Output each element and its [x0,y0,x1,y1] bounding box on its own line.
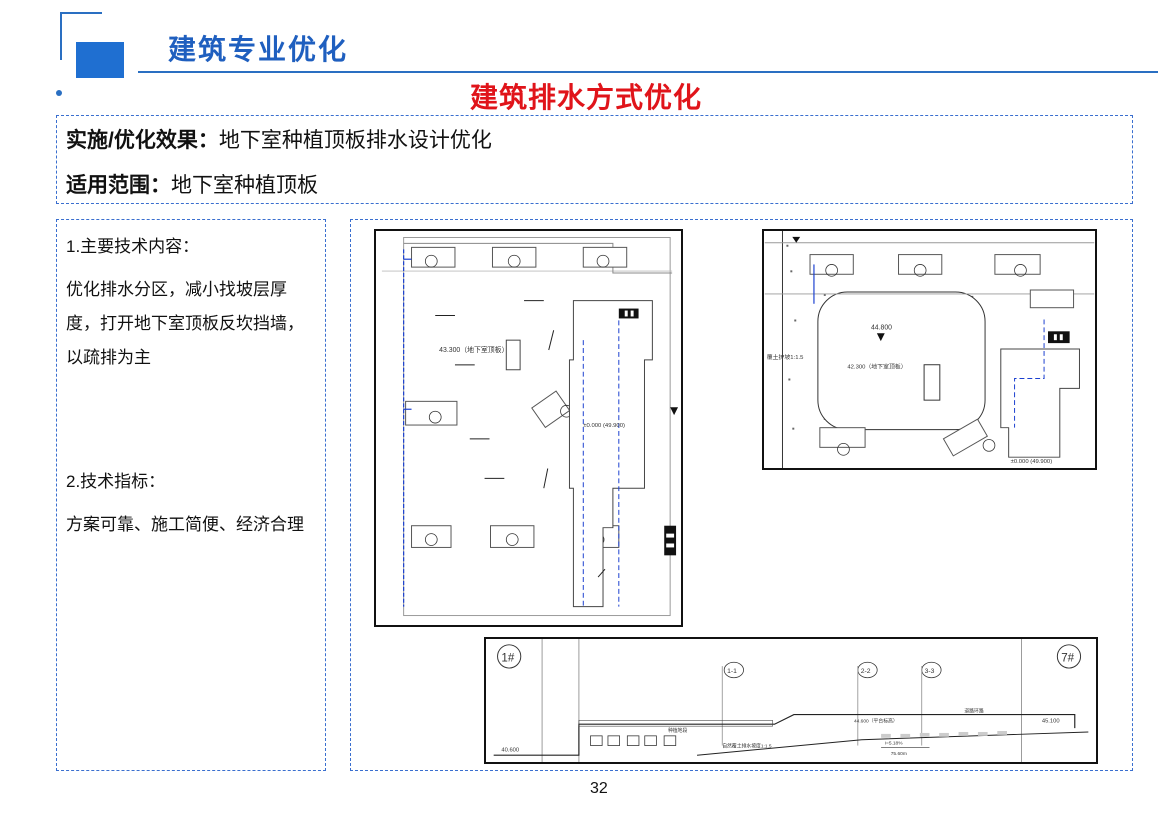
section-cut-2-label: 2-2 [861,668,871,675]
plan-drawing-2-svg: 44.800 42.300（地下室顶板） 覆土护坡1:1.5 ±0.000 (4… [764,231,1095,468]
effect-line: 实施/优化效果：地下室种植顶板排水设计优化 [66,124,492,154]
section-cut-3-label: 3-3 [925,668,935,675]
plan2-datum-label: ±0.000 (49.900) [1011,459,1053,465]
section-bldg-1-label: 1# [501,651,514,664]
summary-box [56,115,1133,204]
section-platform-label: 44.600（平台标高） [854,717,898,724]
section-cut-1-label: 1-1 [727,668,737,675]
logo-outline [60,12,102,60]
section-elev-right: 45.100 [1042,718,1060,724]
scope-text: 地下室种植顶板 [171,174,318,197]
section-fill-label: 自然覆土排水坡度1:1.5 [722,742,772,749]
tech-title: 1.主要技术内容： [66,237,200,256]
scope-line: 适用范围：地下室种植顶板 [66,169,318,199]
bullet-icon [56,90,62,96]
page-heading: 建筑排水方式优化 [470,82,703,113]
section-drawing-svg: 1# 7# 1-1 2-2 3-3 40.600 45.100 44.600（平… [493,639,1089,762]
header-divider [138,71,1158,73]
plan-drawing-1: 43.300（地下室顶板） ±0.000 (49.900) [374,229,683,627]
logo-block [76,42,124,78]
scope-label: 适用范围： [66,174,171,197]
section-slope-label: i=5.18% [885,741,903,747]
plan2-elevation-label: 44.800 [871,324,892,331]
index-title: 2.技术指标： [66,472,166,491]
content-panel [56,219,326,771]
plan1-datum-label: ±0.000 (49.900) [583,423,625,429]
drawings-panel [350,219,1133,771]
tech-text: 优化排水分区，减小找坡层厚度，打开地下室顶板反坎挡墙，以疏排为主 [66,280,304,367]
effect-label: 实施/优化效果： [66,129,219,152]
page-number: 32 [590,780,608,797]
plan1-elevation-label: 43.300（地下室顶板） [439,345,508,354]
section-elev-left: 40.600 [501,747,519,753]
plan2-roof-label: 42.300（地下室顶板） [847,363,906,371]
section-bldg-7-label: 7# [1061,651,1074,664]
plan-drawing-2: 44.800 42.300（地下室顶板） 覆土护坡1:1.5 ±0.000 (4… [762,229,1097,470]
index-text: 方案可靠、施工简便、经济合理 [66,515,304,534]
section-length-label: 75.60m [891,751,907,757]
section-drawing: 1# 7# 1-1 2-2 3-3 40.600 45.100 44.600（平… [484,637,1098,764]
effect-text: 地下室种植顶板排水设计优化 [218,129,492,152]
section-planting-label: 种植地段 [668,727,687,734]
plan2-slope-label: 覆土护坡1:1.5 [767,353,804,361]
plan-drawing-1-svg: 43.300（地下室顶板） ±0.000 (49.900) [381,237,679,617]
section-title: 建筑专业优化 [168,34,349,65]
logo-squares [60,12,130,78]
section-road-label: 道路环路 [964,708,983,715]
